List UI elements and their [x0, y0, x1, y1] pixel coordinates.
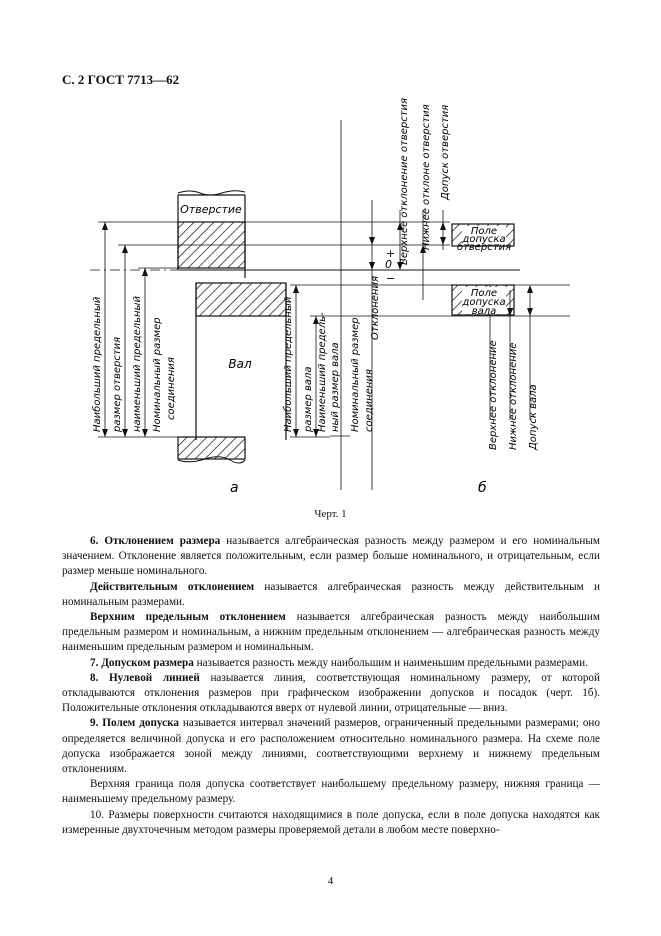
shaft-body — [195, 283, 287, 440]
paragraph: Верхним предельным отклонением называетс… — [62, 610, 600, 656]
svg-text:Поле: Поле — [471, 288, 497, 299]
paragraph: 8. Нулевой линией называется линия, соот… — [62, 671, 600, 717]
svg-text:Верхнее отклонение: Верхнее отклонение — [488, 340, 499, 450]
paragraph-text: 10. Размеры поверхности считаются находя… — [62, 808, 600, 836]
shaft-label: Вал — [228, 357, 252, 371]
svg-text:ный размер вала: ный размер вала — [330, 342, 341, 432]
paragraph-text: называется алгебраическая разность между… — [62, 535, 600, 578]
svg-text:−: − — [386, 272, 395, 285]
paragraph-text: называется алгебраическая разность между… — [62, 580, 600, 608]
svg-text:Наибольший предельный: Наибольший предельный — [282, 296, 294, 432]
term: Действительным отклонением — [90, 580, 255, 593]
hole-bottom-part — [177, 436, 246, 460]
paragraph: Верхняя граница поля допуска соответству… — [62, 777, 600, 807]
svg-text:Наибольший предельный: Наибольший предельный — [91, 296, 103, 432]
paragraph-text: называется алгебраическая разность между… — [62, 611, 600, 654]
term: 9. Полем допуска — [90, 717, 179, 730]
paragraph: 6. Отклонением размера называется алгебр… — [62, 534, 600, 580]
paragraph: 9. Полем допуска называется интервал зна… — [62, 716, 600, 777]
paragraph-text: называется разность между наибольшим и н… — [193, 656, 588, 669]
svg-text:0: 0 — [385, 258, 392, 271]
svg-text:Номинальный размер: Номинальный размер — [350, 317, 361, 432]
hole-label: Отверстие — [180, 203, 242, 216]
page-header: С. 2 ГОСТ 7713—62 — [62, 72, 180, 87]
figure-caption: Черт. 1 — [314, 508, 347, 520]
figure-1: Отверстие Вал Наибольший предельный разм… — [90, 98, 570, 496]
svg-text:размер вала: размер вала — [303, 366, 314, 433]
paragraph-text: Верхняя граница поля допуска соответству… — [62, 778, 600, 806]
svg-text:наименьший предельный: наименьший предельный — [132, 296, 143, 432]
svg-text:допуска: допуска — [461, 297, 505, 308]
svg-text:соединения: соединения — [166, 357, 177, 420]
svg-text:отверстия: отверстия — [457, 242, 511, 253]
svg-text:Наименьший предель-: Наименьший предель- — [317, 312, 328, 432]
term: Верхним предельным отклонением — [90, 611, 286, 624]
page-number: 4 — [327, 875, 334, 887]
body-text: 6. Отклонением размера называется алгебр… — [62, 534, 600, 838]
letter-b: б — [478, 480, 487, 496]
svg-text:+: + — [386, 247, 395, 260]
svg-text:допуска: допуска — [461, 234, 505, 245]
paragraph: 7. Допуском размера называется разность … — [62, 656, 600, 671]
paragraph-text: называется линия, соответствующая номина… — [62, 671, 601, 715]
svg-text:Поле: Поле — [471, 226, 497, 237]
paragraph-text: называется интервал значений размеров, о… — [62, 717, 601, 776]
svg-text:Нижнее отклоне отверстия: Нижнее отклоне отверстия — [421, 104, 432, 250]
svg-text:соединения: соединения — [364, 369, 375, 432]
svg-text:размер отверстия: размер отверстия — [112, 337, 123, 433]
svg-text:Допуск отверстия: Допуск отверстия — [440, 105, 451, 201]
svg-text:Нижнее отклонение: Нижнее отклонение — [508, 343, 519, 450]
svg-text:Допуск вала: Допуск вала — [528, 384, 539, 451]
svg-text:Верхнее отклонение отверстия: Верхнее отклонение отверстия — [399, 98, 410, 265]
letter-a: а — [230, 480, 239, 496]
paragraph: Действительным отклонением называется ал… — [62, 580, 600, 610]
paragraph: 10. Размеры поверхности считаются находя… — [62, 808, 600, 838]
svg-text:Номинальный размер: Номинальный размер — [152, 317, 163, 432]
term: 8. Нулевой линией — [90, 671, 200, 684]
svg-text:вала: вала — [472, 306, 497, 317]
term: 7. Допуском размера — [90, 656, 194, 669]
shaft-hatched — [195, 282, 287, 317]
term: 6. Отклонением размера — [90, 535, 221, 547]
svg-text:Отклонения: Отклонения — [370, 276, 381, 340]
